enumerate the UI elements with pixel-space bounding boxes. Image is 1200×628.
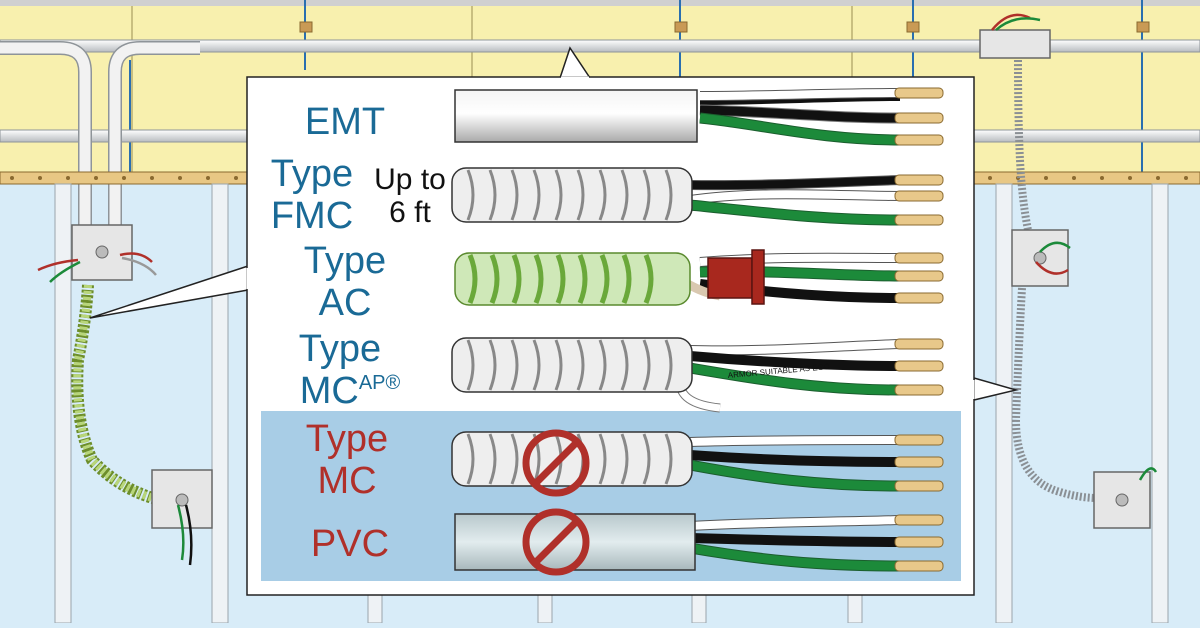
mc-illustration bbox=[451, 431, 944, 492]
ac-illustration bbox=[454, 249, 944, 306]
mc-type-label: Type bbox=[305, 418, 389, 460]
mcap-code-text: MC bbox=[299, 370, 359, 412]
left-device-box bbox=[151, 469, 213, 566]
left-junction-box bbox=[37, 224, 157, 283]
mcap-illustration bbox=[451, 337, 944, 413]
pvc-prohibited-icon bbox=[522, 508, 590, 576]
pvc-illustration bbox=[454, 513, 944, 572]
right-junction-box bbox=[1011, 229, 1071, 287]
mcap-type-label: Type bbox=[298, 328, 382, 370]
fmc-code-label: FMC bbox=[270, 195, 354, 237]
mc-prohibited-icon bbox=[522, 429, 590, 497]
fmc-illustration bbox=[451, 167, 944, 226]
fmc-length-note-line1: Up to bbox=[374, 163, 446, 196]
right-mc-cable-lower bbox=[1011, 287, 1099, 502]
mcap-code-label: MCAP® bbox=[280, 372, 420, 410]
left-flex-conduit-highlight bbox=[73, 284, 161, 504]
right-device-box bbox=[1093, 467, 1158, 529]
emt-label: EMT bbox=[304, 101, 386, 143]
right-ceiling-box bbox=[979, 13, 1051, 59]
right-mc-cable-upper bbox=[1014, 59, 1032, 231]
emt-illustration bbox=[454, 87, 944, 146]
ac-type-label: Type bbox=[303, 240, 387, 282]
fmc-type-label: Type bbox=[270, 153, 354, 195]
pvc-label: PVC bbox=[310, 523, 390, 565]
mc-code-label: MC bbox=[317, 460, 377, 502]
ac-code-label: AC bbox=[318, 282, 372, 324]
mcap-superscript: AP® bbox=[358, 372, 401, 394]
fmc-length-note-line2: 6 ft bbox=[389, 196, 431, 229]
